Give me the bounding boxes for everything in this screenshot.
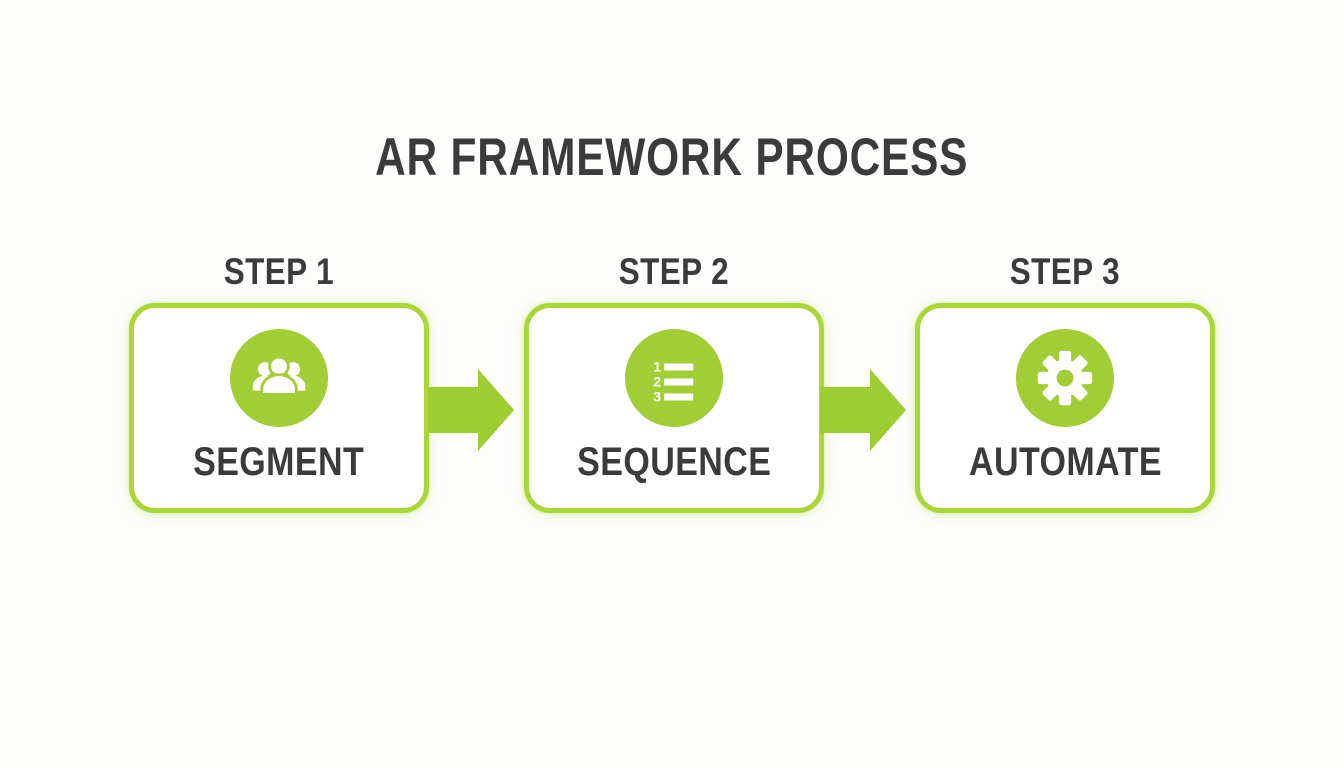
users-icon <box>230 329 328 427</box>
step-2-box: 1 2 3 SEQUENCE <box>524 303 824 513</box>
step-3-name: AUTOMATE <box>952 442 1179 482</box>
step-2-name: SEQUENCE <box>560 442 789 482</box>
svg-text:3: 3 <box>653 388 661 404</box>
step-1-label-text: STEP 1 <box>223 251 335 292</box>
svg-text:2: 2 <box>653 373 661 389</box>
step-1-name-text: SEGMENT <box>193 440 365 484</box>
step-2-name-text: SEQUENCE <box>576 440 772 484</box>
step-1-label: STEP 1 <box>129 253 429 290</box>
svg-text:1: 1 <box>653 358 661 374</box>
step-1-name: SEGMENT <box>178 442 379 482</box>
step-1-box: SEGMENT <box>129 303 429 513</box>
gear-icon <box>1016 329 1114 427</box>
step-3-label: STEP 3 <box>915 253 1215 290</box>
step-2-label: STEP 2 <box>524 253 824 290</box>
numbered-list-icon: 1 2 3 <box>625 329 723 427</box>
step-2-sequence: STEP 2 1 2 3 SEQUENCE <box>524 253 824 513</box>
step-2-label-text: STEP 2 <box>618 251 730 292</box>
arrow-right-icon <box>428 369 514 451</box>
step-3-box: AUTOMATE <box>915 303 1215 513</box>
step-3-name-text: AUTOMATE <box>968 440 1162 484</box>
step-3-label-text: STEP 3 <box>1009 251 1121 292</box>
page-title-text: AR FRAMEWORK PROCESS <box>375 128 969 187</box>
page-title: AR FRAMEWORK PROCESS <box>0 131 1344 184</box>
step-3-automate: STEP 3 <box>915 253 1215 513</box>
arrow-right-icon <box>820 369 906 451</box>
step-1-segment: STEP 1 SEGMENT <box>129 253 429 513</box>
